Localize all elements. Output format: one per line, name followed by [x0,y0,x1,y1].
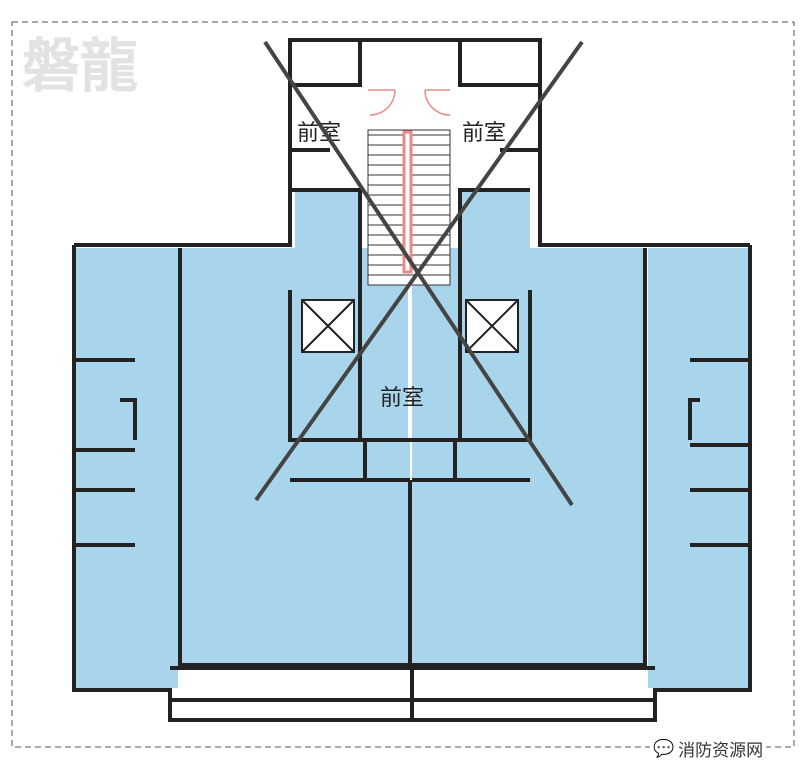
handrail [402,130,413,274]
fire-doors [368,89,451,116]
watermark: 磐龍 [22,32,138,100]
apartment-areas [74,190,750,688]
credit: 💬 消防资源网 [650,736,767,761]
anteroom-center-label: 前室 [380,386,424,411]
elevators [301,299,519,353]
anteroom-right-label: 前室 [462,121,506,146]
cross-mark [254,40,584,507]
walls [72,38,752,722]
credit-text: 消防资源网 [678,741,764,761]
dashed-border [11,21,795,748]
wechat-icon: 💬 [653,738,675,759]
